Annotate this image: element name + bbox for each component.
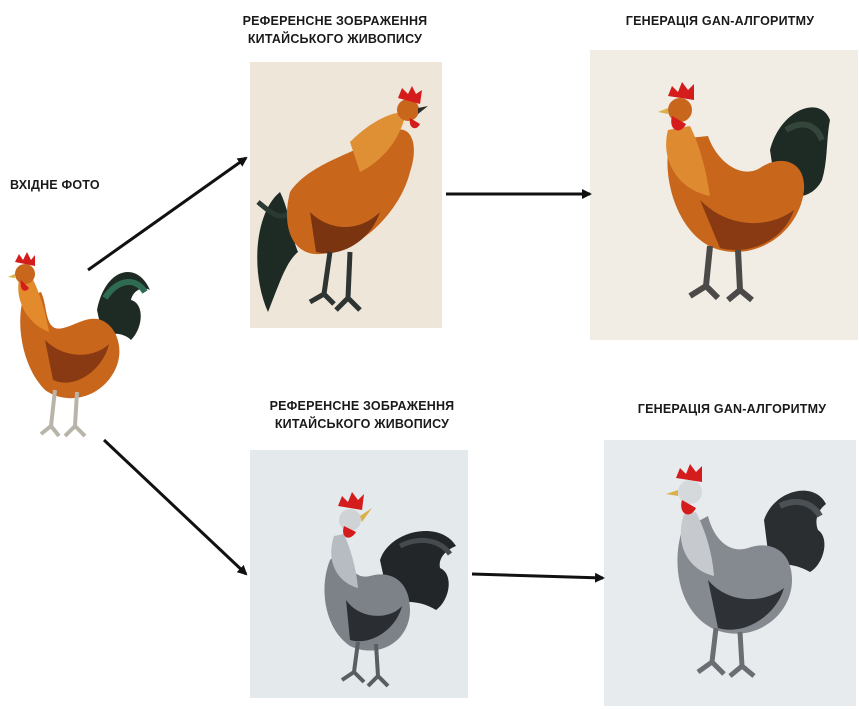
- reference-label-top-line1: РЕФЕРЕНСНЕ ЗОБРАЖЕННЯ: [205, 12, 465, 30]
- reference-painting-bottom: [250, 450, 468, 698]
- reference-label-bottom: РЕФЕРЕНСНЕ ЗОБРАЖЕННЯ КИТАЙСЬКОГО ЖИВОПИ…: [222, 397, 502, 433]
- input-photo-label: ВХІДНЕ ФОТО: [10, 176, 100, 194]
- gan-output-bottom: [604, 440, 856, 706]
- arrow-reference-bottom-to-gan-bottom: [472, 574, 603, 578]
- gan-output-label-top: ГЕНЕРАЦІЯ GAN-АЛГОРИТМУ: [600, 12, 840, 30]
- reference-label-bottom-line1: РЕФЕРЕНСНЕ ЗОБРАЖЕННЯ: [222, 397, 502, 415]
- reference-label-bottom-line2: КИТАЙСЬКОГО ЖИВОПИСУ: [222, 415, 502, 433]
- gan-output-top: [590, 50, 858, 340]
- input-rooster-photo: [5, 240, 155, 445]
- reference-painting-top: [250, 62, 442, 328]
- reference-label-top-line2: КИТАЙСЬКОГО ЖИВОПИСУ: [205, 30, 465, 48]
- arrow-input-to-reference-bottom: [104, 440, 246, 574]
- reference-label-top: РЕФЕРЕНСНЕ ЗОБРАЖЕННЯ КИТАЙСЬКОГО ЖИВОПИ…: [205, 12, 465, 48]
- gan-output-label-bottom: ГЕНЕРАЦІЯ GAN-АЛГОРИТМУ: [612, 400, 852, 418]
